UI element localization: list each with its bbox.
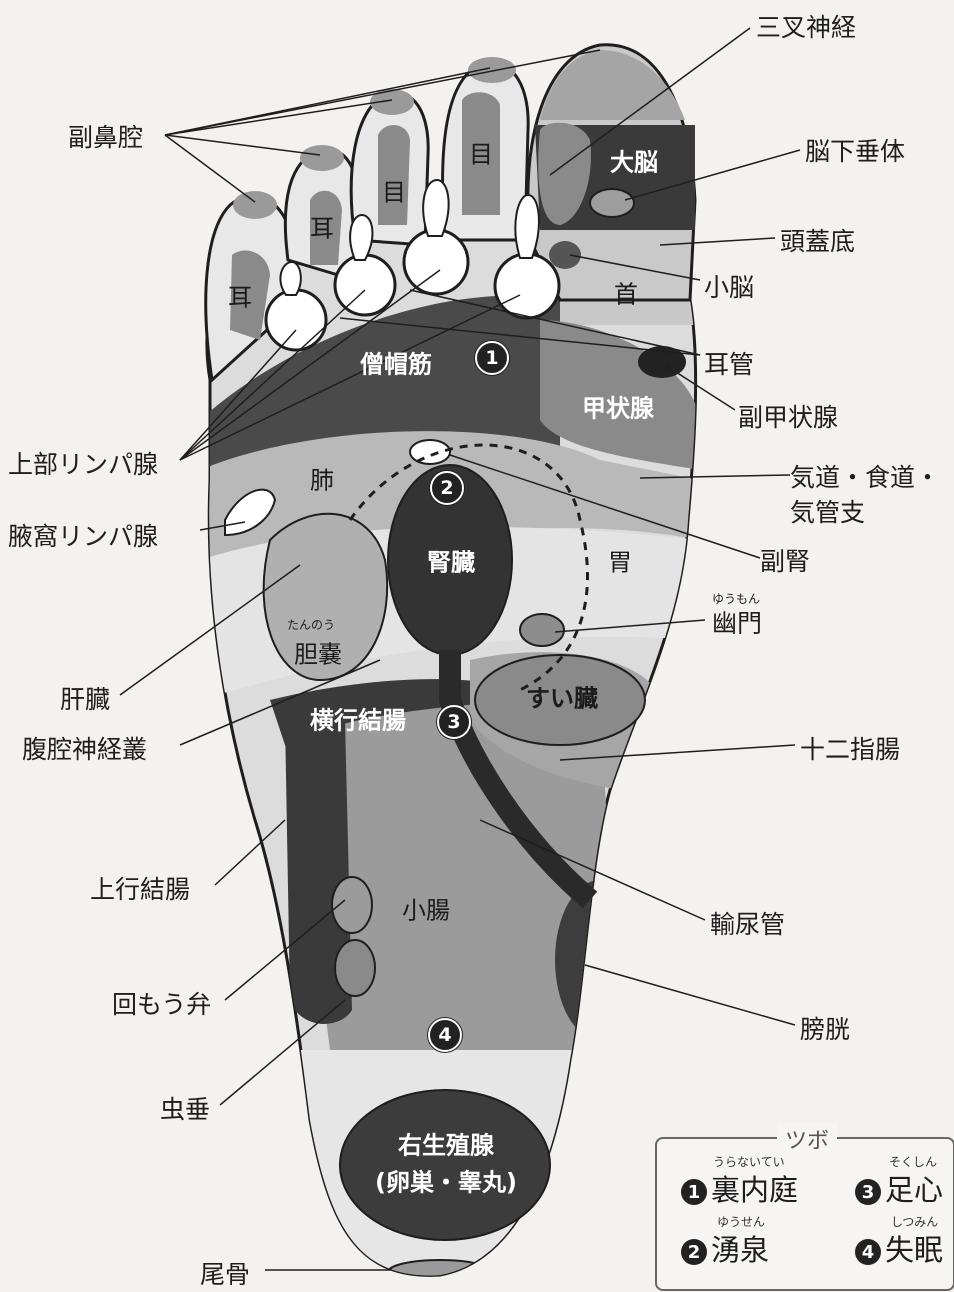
inside-trapezius: 僧帽筋	[360, 345, 432, 380]
legend-name-2: 湧泉	[711, 1233, 769, 1267]
label-trigeminal-nerve: 三叉神経	[756, 8, 856, 44]
label-eustachian-tube: 耳管	[704, 345, 754, 381]
label-ureter: 輸尿管	[710, 905, 785, 941]
label-adrenal: 副腎	[760, 542, 810, 578]
label-celiac-plexus: 腹腔神経叢	[22, 730, 147, 766]
inside-eye-1: 目	[469, 135, 493, 170]
label-duodenum: 十二指腸	[800, 730, 900, 766]
inside-small-intestine: 小腸	[402, 891, 450, 926]
label-bronchi: 気管支	[790, 493, 865, 529]
inside-pancreas: すい臓	[526, 679, 598, 714]
acupoint-2-marker: 2	[430, 471, 464, 505]
acupoint-1-marker: 1	[475, 341, 509, 375]
label-pylorus: 幽門	[712, 604, 762, 640]
label-appendix: 虫垂	[160, 1090, 210, 1126]
legend-num-2: 2	[681, 1239, 707, 1265]
legend-name-1: 裏内庭	[711, 1173, 798, 1207]
label-liver: 肝臓	[60, 680, 110, 716]
label-parathyroid: 副甲状腺	[738, 398, 838, 434]
label-bladder: 膀胱	[800, 1010, 850, 1046]
label-axillary-lymph: 腋窩リンパ腺	[8, 517, 158, 553]
legend-name-3: 足心	[885, 1173, 943, 1207]
inside-lung: 肺	[310, 461, 334, 496]
inside-thyroid: 甲状腺	[582, 389, 654, 424]
inside-ear-1: 耳	[310, 209, 334, 244]
label-skull-base: 頭蓋底	[780, 222, 855, 258]
label-airway-esophagus: 気道・食道・	[790, 458, 940, 494]
legend-name-4: 失眠	[885, 1233, 943, 1267]
label-ascending-colon: 上行結腸	[90, 870, 190, 906]
acupoint-3-marker: 3	[437, 705, 471, 739]
acupoint-4-marker: 4	[428, 1018, 462, 1052]
inside-neck: 首	[614, 275, 638, 310]
label-sinuses: 副鼻腔	[68, 118, 143, 154]
inside-genitals-sub: (卵巣・睾丸)	[375, 1163, 517, 1198]
legend-num-4: 4	[855, 1239, 881, 1265]
inside-cerebrum: 大脳	[610, 143, 658, 178]
label-coccyx: 尾骨	[200, 1255, 250, 1291]
inside-ear-2: 耳	[228, 278, 252, 313]
inside-kidney: 腎臓	[427, 543, 475, 578]
legend-num-3: 3	[855, 1179, 881, 1205]
inside-stomach: 胃	[608, 543, 632, 578]
inside-genitals: 右生殖腺	[398, 1126, 494, 1161]
label-cerebellum: 小脳	[704, 268, 754, 304]
legend-title: ツボ	[777, 1123, 837, 1155]
legend-num-1: 1	[681, 1179, 707, 1205]
inside-gallbladder: 胆嚢	[294, 635, 342, 670]
label-ileocecal-valve: 回もう弁	[112, 985, 211, 1021]
label-upper-lymph: 上部リンパ腺	[8, 445, 158, 481]
inside-transverse-colon: 横行結腸	[310, 701, 406, 736]
ruby-gallbladder: たんのう	[287, 616, 335, 633]
label-pituitary: 脳下垂体	[805, 132, 905, 168]
inside-eye-2: 目	[382, 173, 406, 208]
